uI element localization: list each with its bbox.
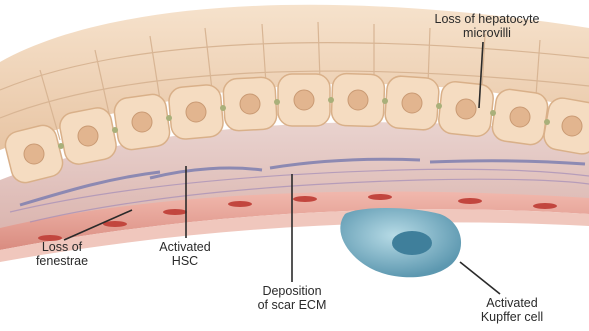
label-activated-kupffer-cell: Activated Kupffer cell bbox=[452, 296, 572, 324]
label-activated-hsc: Activated HSC bbox=[140, 240, 230, 268]
label-loss-of-hepatocyte-microvilli: Loss of hepatocyte microvilli bbox=[392, 12, 582, 40]
label-deposition-of-scar-ecm: Deposition of scar ECM bbox=[232, 284, 352, 312]
kupffer-nucleus bbox=[392, 231, 432, 255]
label-loss-of-fenestrae: Loss of fenestrae bbox=[22, 240, 102, 268]
